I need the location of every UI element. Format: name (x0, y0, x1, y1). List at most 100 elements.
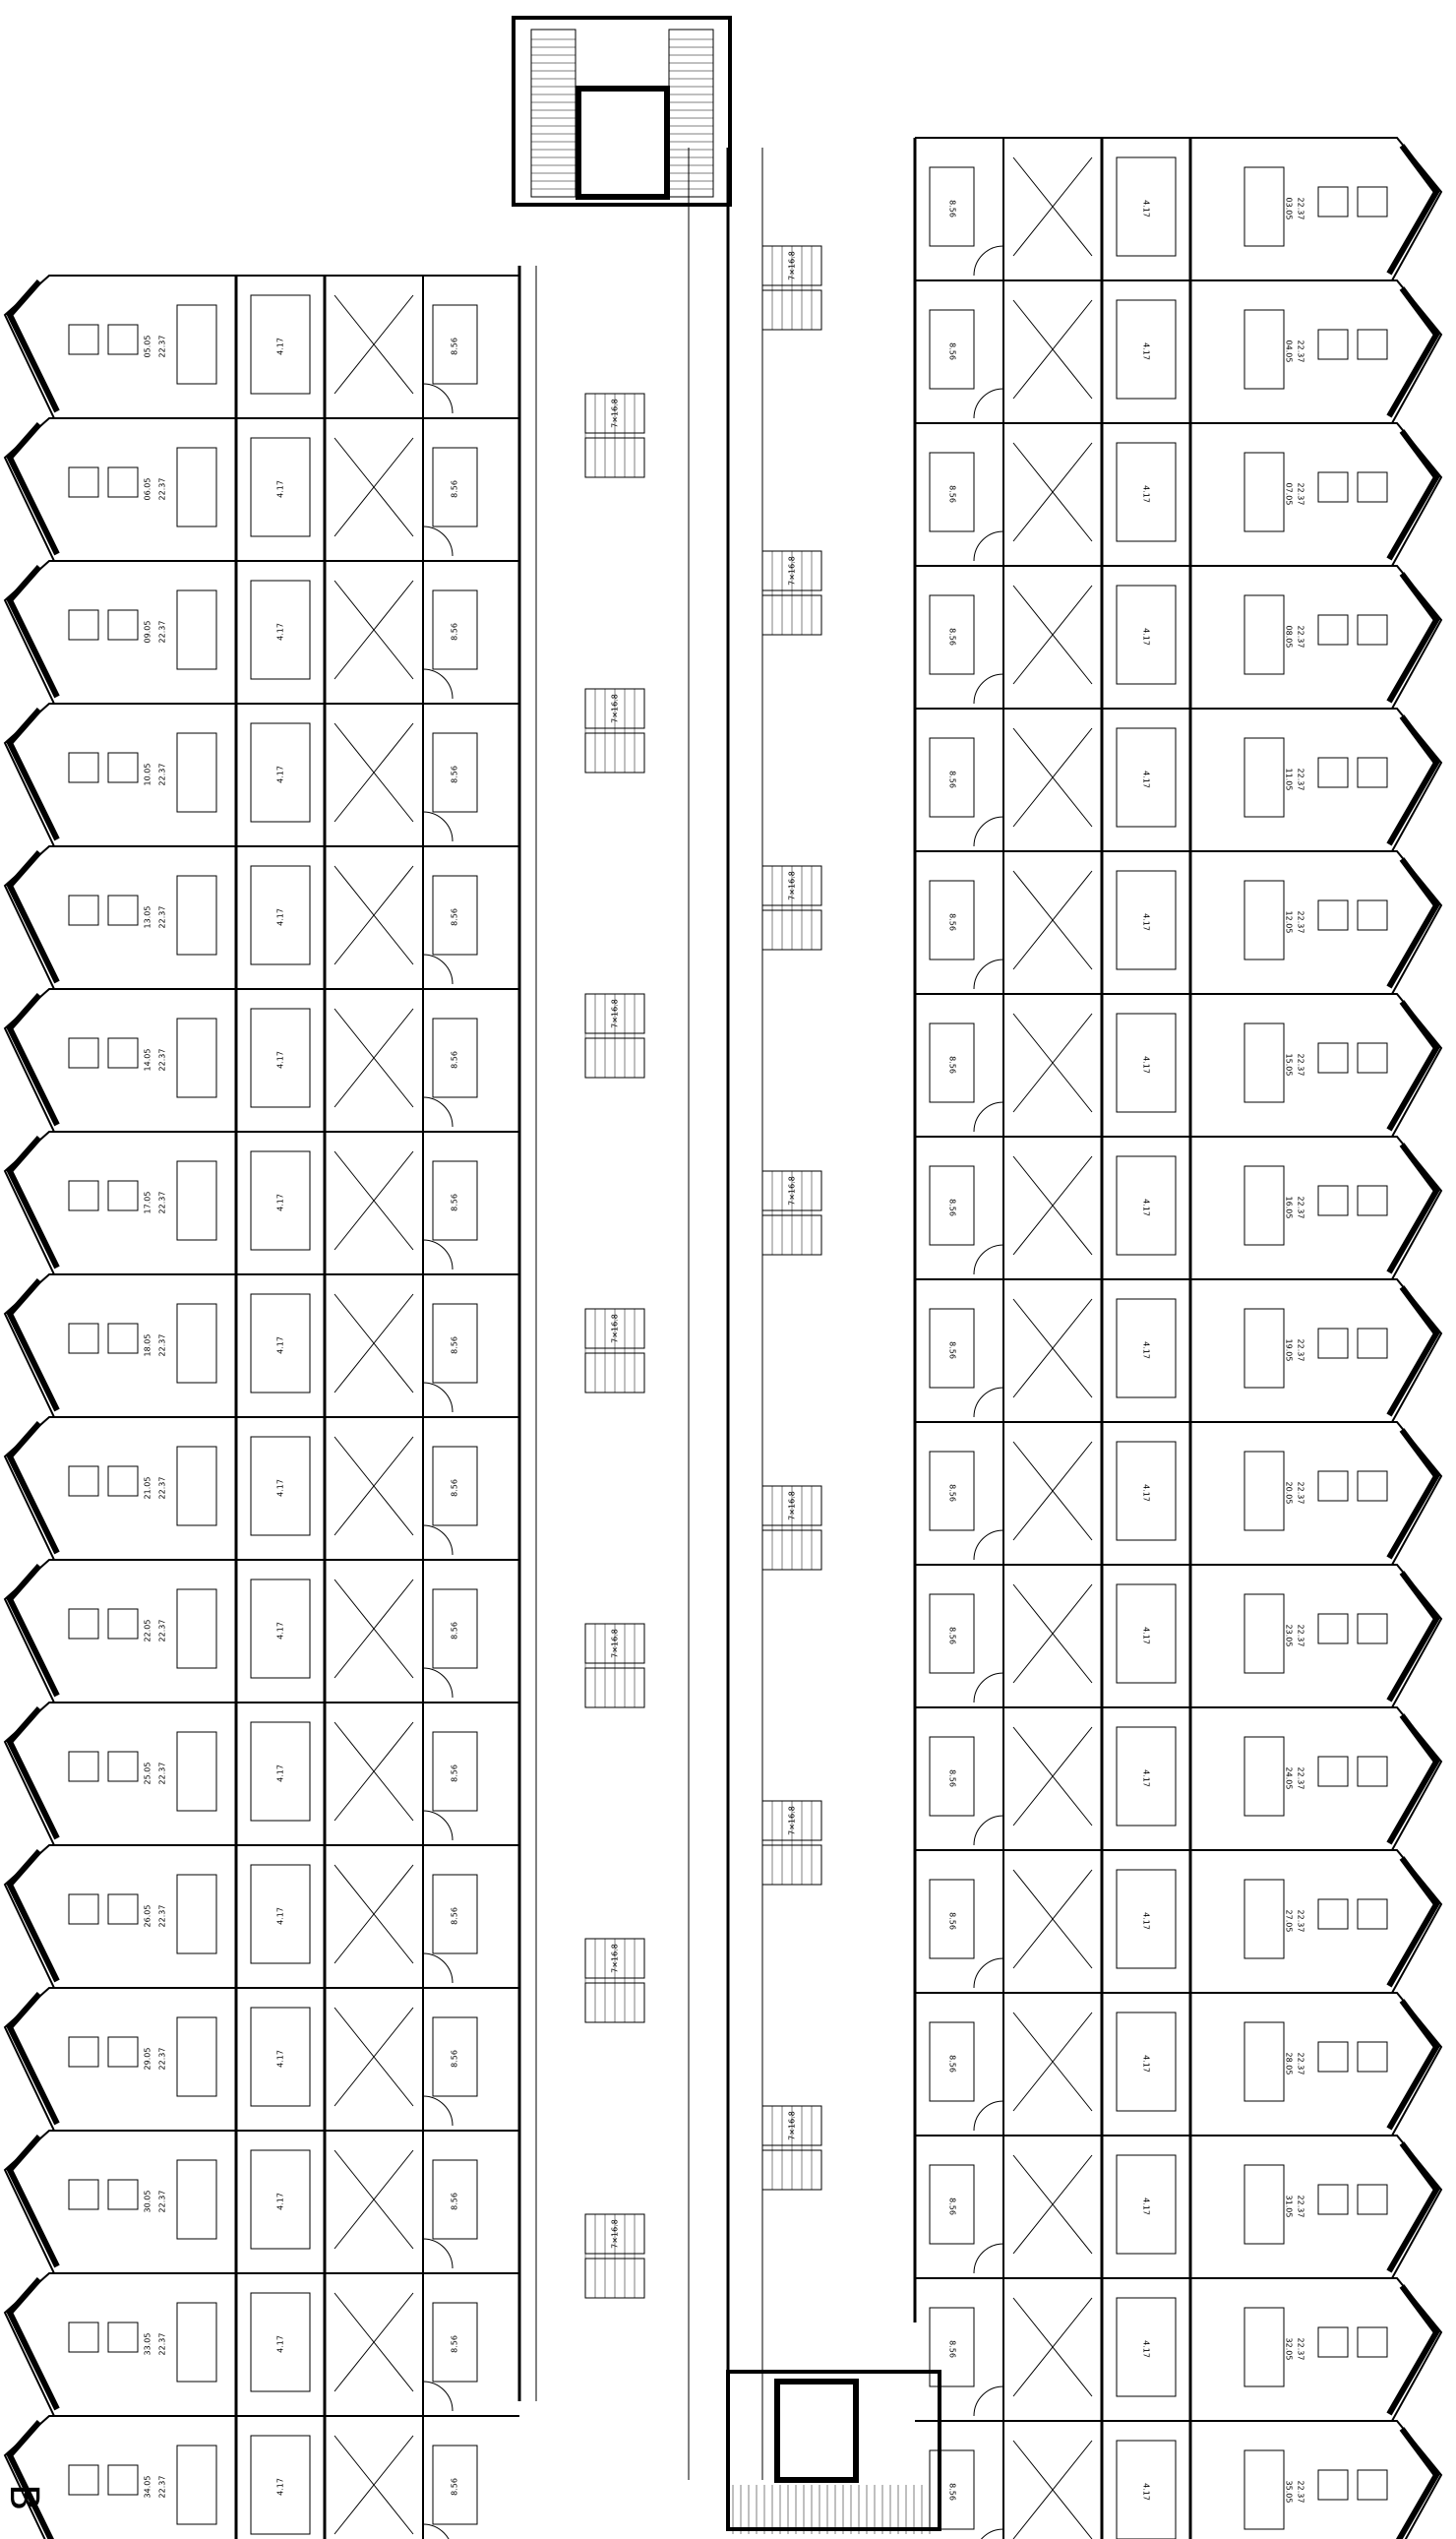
right-unit-bedroom-area: 8.56 (948, 1056, 957, 1074)
left-unit-bath-area: 4.17 (276, 2478, 285, 2496)
stair-note: 7×16.8 (788, 556, 797, 586)
left-unit-bath-area: 4.17 (276, 908, 285, 926)
right-unit-table (1317, 2469, 1349, 2501)
left-unit-door (422, 383, 454, 414)
right-unit-door (973, 1387, 1004, 1418)
left-unit-table (107, 1180, 139, 1211)
right-unit-bath (1116, 1869, 1177, 1969)
right-unit-stair (1012, 2154, 1093, 2255)
right-unit-door (973, 959, 1004, 990)
right-unit-door (973, 816, 1004, 847)
right-unit-facade (1386, 857, 1440, 989)
right-unit-table (1317, 1898, 1349, 1930)
corridor-stair-right-6 (761, 2105, 822, 2191)
right-unit-bath-area: 4.17 (1142, 1912, 1151, 1930)
corridor-stair-6 (584, 2213, 645, 2299)
left-unit-bedroom-area: 8.56 (451, 480, 459, 498)
stair-core-bottom-shaft (774, 2379, 859, 2483)
left-unit-room (432, 1874, 478, 1954)
left-unit-stair (334, 722, 414, 823)
right-unit-room (929, 1451, 975, 1531)
right-unit-door (973, 245, 1004, 277)
corridor-stair-right-5 (761, 1800, 822, 1886)
stair-note: 7×16.8 (611, 694, 620, 723)
left-unit-area: 22.37 (158, 621, 167, 644)
left-unit-bedroom-area: 8.56 (451, 1907, 459, 1925)
left-unit-number: 13.05 (144, 906, 152, 929)
right-unit-number: 27.05 (1285, 1910, 1294, 1933)
left-unit-bath-area: 4.17 (276, 623, 285, 641)
left-unit-bath-area: 4.17 (276, 338, 285, 355)
left-unit-table (68, 2036, 99, 2068)
right-unit-stair (1012, 870, 1093, 970)
right-unit-number: 28.05 (1285, 2053, 1294, 2075)
right-unit-facade (1386, 1999, 1440, 2131)
right-unit-kitchen (1244, 1022, 1285, 1103)
right-unit-kitchen (1244, 2449, 1285, 2530)
left-unit-table (107, 1323, 139, 1354)
right-unit-facade (1386, 286, 1440, 418)
right-unit-room (929, 166, 975, 247)
right-unit-area: 22.37 (1297, 1054, 1305, 1077)
left-unit-facade (6, 708, 60, 841)
right-unit-table (1357, 757, 1388, 788)
left-unit-area: 22.37 (158, 2333, 167, 2356)
right-unit-table (1317, 1328, 1349, 1359)
corridor-stair-5 (584, 1938, 645, 2023)
right-unit-bath-area: 4.17 (1142, 342, 1151, 360)
left-unit-door (422, 954, 454, 985)
right-unit-kitchen (1244, 1593, 1285, 1674)
left-unit-table (68, 752, 99, 783)
left-unit-table (107, 895, 139, 926)
left-unit-door (422, 668, 454, 700)
left-unit-number: 22.05 (144, 1620, 152, 1642)
left-unit-area: 22.37 (158, 1477, 167, 1500)
left-unit-table (107, 2322, 139, 2353)
building-structure (3, 16, 1443, 2539)
right-unit-35 (915, 2420, 1443, 2539)
left-unit-number: 05.05 (144, 336, 152, 358)
left-unit-stair (334, 1436, 414, 1536)
right-unit-area: 22.37 (1297, 1197, 1305, 1219)
left-unit-bath (250, 2007, 311, 2107)
right-unit-bedroom-area: 8.56 (948, 913, 957, 931)
left-unit-area: 22.37 (158, 2048, 167, 2071)
stair-note: 7×16.8 (788, 1806, 797, 1835)
left-unit-facade (6, 1706, 60, 1840)
left-unit-bath (250, 1864, 311, 1964)
right-unit-bedroom-area: 8.56 (948, 2055, 957, 2073)
right-unit-table (1357, 471, 1388, 503)
left-unit-kitchen (176, 1018, 217, 1098)
left-unit-kitchen (176, 1874, 217, 1954)
left-unit-number: 17.05 (144, 1192, 152, 1214)
left-unit-table (107, 1465, 139, 1497)
left-unit-number: 14.05 (144, 1049, 152, 1072)
right-unit-12 (915, 850, 1443, 995)
left-unit-facade (6, 565, 60, 699)
left-unit-17 (3, 1131, 519, 1275)
left-unit-bedroom-area: 8.56 (451, 2050, 459, 2068)
right-unit-table (1357, 614, 1388, 646)
left-unit-room (432, 2016, 478, 2097)
right-unit-stair (1012, 1583, 1093, 1684)
right-unit-bath-area: 4.17 (1142, 2198, 1151, 2215)
right-unit-bath-area: 4.17 (1142, 1341, 1151, 1359)
left-unit-table (68, 1608, 99, 1640)
right-unit-number: 31.05 (1285, 2196, 1294, 2218)
left-unit-table (107, 1608, 139, 1640)
left-unit-table (68, 324, 99, 355)
left-unit-table (107, 1751, 139, 1782)
right-unit-room (929, 2164, 975, 2245)
right-unit-bedroom-area: 8.56 (948, 771, 957, 788)
left-unit-bath (250, 2149, 311, 2250)
right-unit-kitchen (1244, 2307, 1285, 2387)
left-unit-door (422, 2095, 454, 2127)
right-unit-door (980, 2528, 1004, 2539)
left-unit-bath (250, 1008, 311, 1108)
right-unit-facade (1386, 572, 1440, 704)
corridor-stair-right-0 (761, 245, 822, 331)
right-unit-number: 08.05 (1285, 626, 1294, 649)
left-unit-area: 22.37 (158, 1763, 167, 1785)
right-unit-facade (1386, 2141, 1440, 2273)
